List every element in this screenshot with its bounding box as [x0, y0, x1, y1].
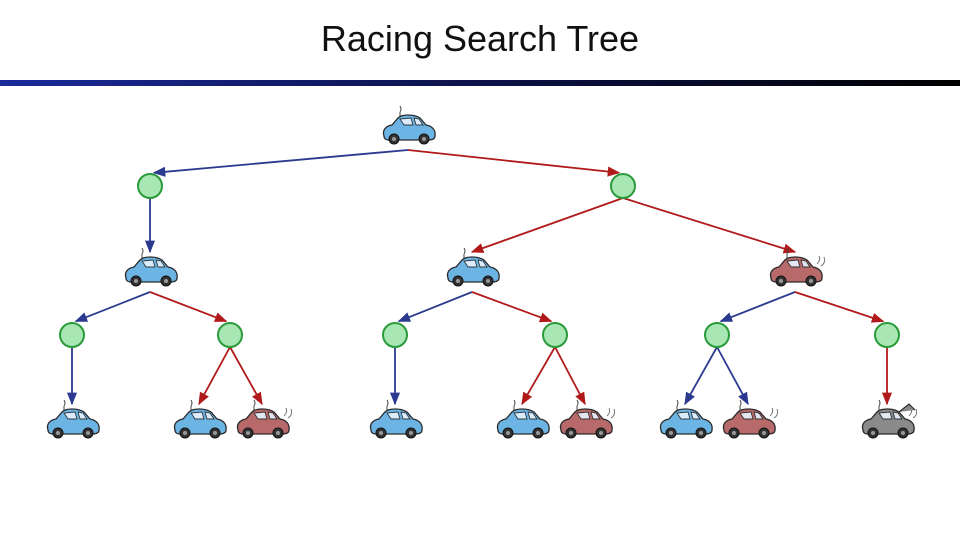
red-car-icon [722, 399, 779, 439]
chance-node [217, 322, 243, 348]
red-edge-c4-l3 [229, 346, 263, 406]
blue-car-icon [382, 105, 436, 145]
red-edge-s3-c8 [794, 291, 885, 323]
red-edge-c4-l2 [198, 346, 231, 406]
red-edge-c6-l5 [521, 346, 556, 406]
blue-edge-s1-c3 [74, 291, 151, 323]
blue-edge-c7-l8 [716, 346, 749, 406]
red-edge-c2-s3 [622, 197, 797, 254]
blue-edge-c7-l7 [684, 346, 718, 406]
chance-node [542, 322, 568, 348]
red-edge-c6-l6 [554, 346, 586, 406]
blue-car-icon [46, 399, 100, 439]
slide-title: Racing Search Tree [320, 18, 640, 59]
chance-node [137, 173, 163, 199]
blue-car-icon [496, 399, 550, 439]
blue-car-icon [369, 399, 423, 439]
gray-car-icon [861, 399, 918, 439]
red-edge-c2-s2 [470, 197, 624, 253]
red-car-icon [236, 399, 293, 439]
red-edge-root-c2 [407, 149, 621, 177]
red-car-icon [769, 247, 826, 287]
chance-node [704, 322, 730, 348]
red-car-icon [559, 399, 616, 439]
blue-edge-s3-c7 [719, 291, 796, 323]
blue-edge-s2-c5 [397, 291, 473, 323]
chance-node [382, 322, 408, 348]
red-edge-s1-c4 [149, 291, 228, 323]
blue-car-icon [659, 399, 713, 439]
blue-car-icon [173, 399, 227, 439]
red-edge-s2-c6 [471, 291, 553, 323]
blue-car-icon [446, 247, 500, 287]
chance-node [610, 173, 636, 199]
chance-node [874, 322, 900, 348]
blue-car-icon [124, 247, 178, 287]
blue-edge-root-c1 [152, 149, 409, 177]
chance-node [59, 322, 85, 348]
title-rule [0, 80, 960, 86]
